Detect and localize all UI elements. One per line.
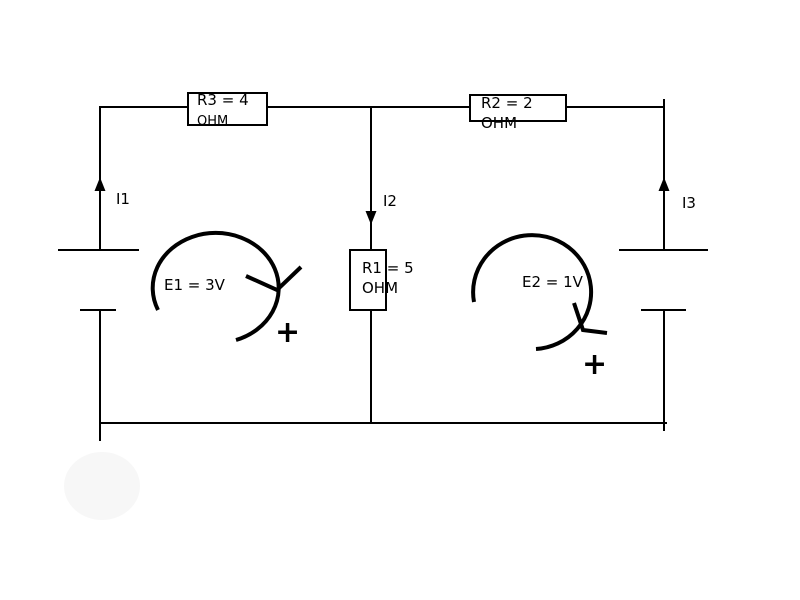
resistor-r3-body	[187, 92, 268, 126]
loop-arrowhead-left-icon	[245, 265, 303, 293]
resistor-r1-unit: OHM	[362, 279, 399, 297]
current-i1-arrow-icon	[94, 177, 106, 191]
resistor-r2-body	[469, 94, 567, 122]
current-i2-arrow-icon	[365, 211, 377, 225]
source-e1-label: E1 = 3V	[164, 276, 225, 294]
current-i3-label: I3	[682, 194, 696, 212]
resistor-r1-body	[349, 249, 387, 311]
loop-arc-left-icon	[150, 230, 281, 342]
smudge-mark	[64, 452, 140, 520]
resistor-r2-value: R2 = 2	[481, 94, 533, 112]
loop-arc-right-icon	[471, 233, 594, 351]
current-i2-label: I2	[383, 192, 397, 210]
loop-arrowhead-right-icon	[572, 302, 608, 335]
source-e2-label: E2 = 1V	[522, 273, 583, 291]
resistor-r3-value: R3 = 4	[197, 91, 249, 109]
current-i1-label: I1	[116, 190, 130, 208]
source-e2-polarity: +	[582, 347, 608, 382]
resistor-r1-value: R1 = 5	[362, 259, 414, 277]
resistor-r2-unit: OHM	[481, 114, 518, 132]
resistor-r3-unit: OHM	[197, 114, 229, 129]
source-e1-polarity: +	[275, 315, 301, 350]
current-i3-arrow-icon	[658, 177, 670, 191]
